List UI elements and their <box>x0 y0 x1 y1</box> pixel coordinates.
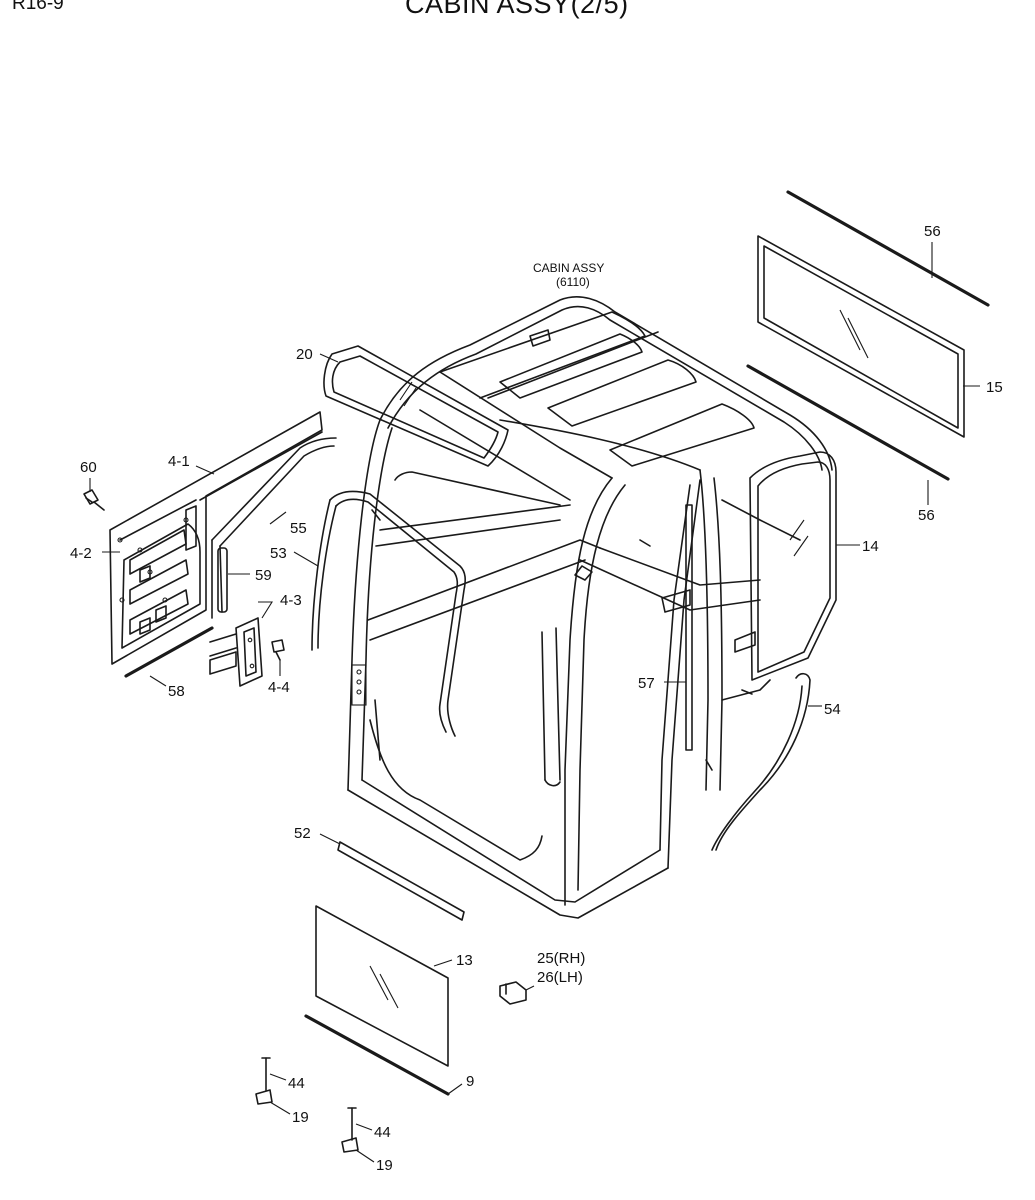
part-13-lower-glass <box>315 905 449 1067</box>
callout-56-upper: 56 <box>924 223 941 240</box>
part-53-glass-seal <box>311 490 466 737</box>
part-4-3-handle <box>209 617 263 687</box>
callout-19-b: 19 <box>376 1157 393 1174</box>
callout-labels: CABIN ASSY (6110) 56 15 56 14 20 4-1 60 … <box>70 223 1003 1174</box>
callout-55: 55 <box>290 520 307 537</box>
part-20-upper-glass <box>323 345 509 467</box>
part-4-4-bolt <box>271 639 285 661</box>
callout-4-1: 4-1 <box>168 453 190 470</box>
part-59-strip <box>217 547 228 613</box>
callout-14: 14 <box>862 538 879 555</box>
part-56-lower-strip <box>746 364 950 481</box>
part-4-1-door-panel <box>109 411 323 665</box>
part-15-rear-glass <box>757 235 965 438</box>
part-56-upper-strip <box>786 190 990 307</box>
callout-44-b: 44 <box>374 1124 391 1141</box>
page-code: R16-9 <box>12 0 64 14</box>
callout-9: 9 <box>466 1073 474 1090</box>
leader-lines <box>89 242 980 1163</box>
callout-53: 53 <box>270 545 287 562</box>
callout-59: 59 <box>255 567 272 584</box>
part-25-26-latch <box>499 981 527 1005</box>
callout-54: 54 <box>824 701 841 718</box>
part-44-19-fastener-a <box>255 1057 273 1105</box>
callout-52: 52 <box>294 825 311 842</box>
callout-44-a: 44 <box>288 1075 305 1092</box>
callout-4-2: 4-2 <box>70 545 92 562</box>
part-9-seal <box>304 1014 450 1096</box>
callout-26-lh: 26(LH) <box>537 969 583 986</box>
page-title: CABIN ASSY(2/5) <box>405 0 629 19</box>
callout-4-3: 4-3 <box>280 592 302 609</box>
assembly-name-label: CABIN ASSY <box>533 261 604 275</box>
part-52-strip <box>337 841 465 921</box>
part-58-strip <box>124 626 214 678</box>
assembly-code-label: (6110) <box>556 275 590 289</box>
callout-58: 58 <box>168 683 185 700</box>
part-60-bolt <box>83 489 105 511</box>
part-44-19-fastener-b <box>341 1107 359 1153</box>
callout-20: 20 <box>296 346 313 363</box>
callout-56-lower: 56 <box>918 507 935 524</box>
callout-19-a: 19 <box>292 1109 309 1126</box>
part-57-vertical-strip <box>685 504 693 751</box>
callout-57: 57 <box>638 675 655 692</box>
part-14-side-glass <box>749 451 837 681</box>
callout-25-rh: 25(RH) <box>537 950 585 967</box>
part-54-curved-seal <box>711 672 811 851</box>
callout-60: 60 <box>80 459 97 476</box>
callout-13: 13 <box>456 952 473 969</box>
callout-4-4: 4-4 <box>268 679 290 696</box>
callout-15: 15 <box>986 379 1003 396</box>
cabin-frame <box>347 296 833 919</box>
part-55-seal <box>211 437 337 619</box>
